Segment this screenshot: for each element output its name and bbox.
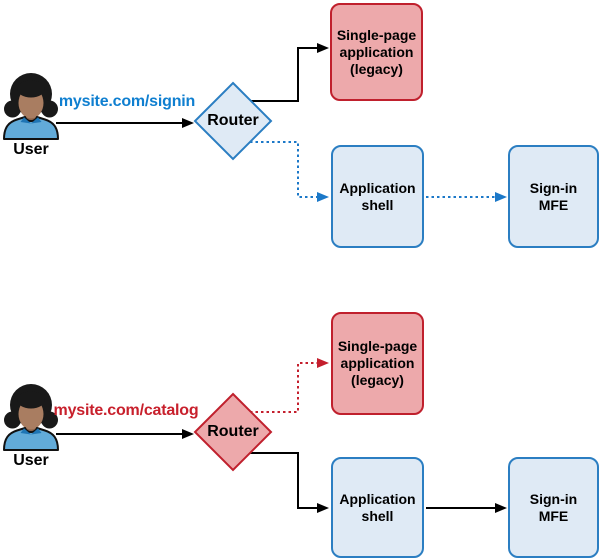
signin-mfe-box: Sign-in MFE [508,145,599,248]
arrow-router-to-legacy-spa-bottom-dotted [250,358,329,413]
router-label: Router [207,423,259,440]
legacy-spa-box: Single-page application (legacy) [330,3,423,101]
request-url-catalog: mysite.com/catalog [53,402,199,419]
signin-mfe-box: Sign-in MFE [508,457,599,558]
legacy-spa-box: Single-page application (legacy) [331,312,424,415]
router-label: Router [207,112,259,129]
arrow-router-to-app-shell-top-dotted [250,141,329,202]
arrow-router-to-app-shell-bottom-solid [250,452,329,513]
app-shell-box: Application shell [331,145,424,248]
arrow-router-to-legacy-spa-top-solid [250,43,329,102]
router-diamond-top [193,81,273,161]
app-shell-box: Application shell [331,457,424,558]
request-url-signin: mysite.com/signin [58,93,196,110]
user-icon [3,72,59,140]
user-label: User [13,452,49,469]
router-diamond-bottom [193,392,273,472]
user-label: User [13,141,49,158]
